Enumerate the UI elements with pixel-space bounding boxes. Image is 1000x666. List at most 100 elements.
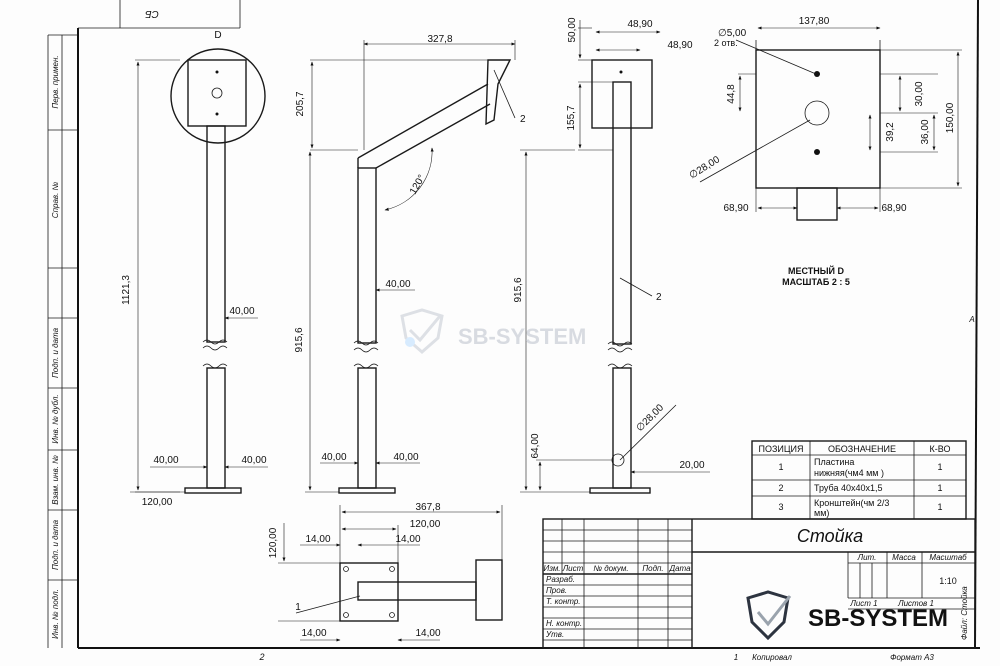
dim-label: 205,7 <box>295 91 306 116</box>
view-front <box>130 48 268 494</box>
tb-role: Пров. <box>546 586 567 595</box>
dim-label: 327,8 <box>427 34 452 45</box>
zone-marker: A <box>968 315 974 324</box>
dim-label: 30,00 <box>914 81 925 106</box>
view-side <box>305 40 516 494</box>
tb-mass: Масса <box>892 553 916 562</box>
detail-caption: МАСШТАБ 2 : 5 <box>782 277 850 287</box>
bom-cell: нижняя(чм4 мм ) <box>814 468 884 478</box>
dim-label: 14,00 <box>305 534 330 545</box>
bom-cell: 1 <box>778 462 783 472</box>
corner-code: СБ <box>145 8 159 19</box>
dim-label: 120,00 <box>142 497 173 508</box>
bom-header: К-ВО <box>930 444 951 454</box>
dim-label: 50,00 <box>567 17 578 42</box>
dim-label: 64,00 <box>530 433 541 458</box>
dim-label: 40,00 <box>229 306 254 317</box>
bom-cell: Труба 40х40х1,5 <box>814 483 882 493</box>
tb-scale-value: 1:10 <box>939 576 957 586</box>
tb-lit: Лит. <box>857 553 877 562</box>
tb-col-header: Дата <box>668 564 691 573</box>
dim-label: ∅28,00 <box>634 402 666 434</box>
watermark-logo <box>746 590 792 641</box>
tb-role: Т. контр. <box>546 597 581 606</box>
strip-label: Справ. № <box>51 181 60 218</box>
dim-label: 14,00 <box>415 628 440 639</box>
strip-label: Взам. инв. № <box>51 455 60 505</box>
tb-col-header: № докум. <box>593 564 628 573</box>
dim-label: 120° <box>408 173 428 196</box>
dim-label: 40,00 <box>153 455 178 466</box>
bom-cell: 3 <box>778 502 783 512</box>
view-end <box>520 20 710 494</box>
tb-sheet: Лист 1 <box>849 599 877 608</box>
dim-label: 40,00 <box>241 455 266 466</box>
dim-label: 155,7 <box>566 105 577 130</box>
bom-cell: 2 <box>778 483 783 493</box>
dim-label: 150,00 <box>945 102 956 133</box>
side-strip: Перв. примен. Справ. № Подп. и дата Инв.… <box>47 34 78 648</box>
tb-col-header: Подп. <box>642 564 663 573</box>
drawing-title: Стойка <box>797 526 863 546</box>
dim-label: 14,00 <box>301 628 326 639</box>
copied-label: Копировал <box>752 653 792 662</box>
bom-cell: мм) <box>814 508 829 518</box>
dim-label: 68,90 <box>723 203 748 214</box>
dim-label: 137,80 <box>799 16 830 27</box>
bom-cell: 1 <box>937 483 942 493</box>
strip-label: Инв. № подл. <box>51 589 60 639</box>
dim-label: 1121,3 <box>121 275 132 305</box>
dim-label: 120,00 <box>410 519 441 530</box>
title-block <box>542 518 976 649</box>
dim-label: 48,90 <box>667 40 692 51</box>
bom-cell: Кронштейн(чм 2/3 <box>814 498 889 508</box>
bom-cell: Пластина <box>814 457 854 467</box>
leader-label: 1 <box>295 602 301 613</box>
leader-label: 2 <box>520 114 526 125</box>
strip-label: Подп. и дата <box>51 327 60 378</box>
tb-sheets: Листов 1 <box>897 599 934 608</box>
dim-label: 40,00 <box>321 452 346 463</box>
dim-label: 915,6 <box>294 327 305 352</box>
dim-label: 40,00 <box>385 279 410 290</box>
view-top <box>278 505 503 642</box>
dim-label: 2 отв. <box>714 38 738 48</box>
watermark-center <box>400 308 444 354</box>
dim-label: ∅28,00 <box>687 154 722 181</box>
dim-label: 36,00 <box>920 119 931 144</box>
watermark-logo-text: SB-SYSTEM <box>808 605 948 632</box>
leader-label: 2 <box>656 292 662 303</box>
file-label: Файл: Стойка <box>960 586 969 640</box>
watermark-text: SB-SYSTEM <box>458 324 586 349</box>
bom-header: ПОЗИЦИЯ <box>759 444 804 454</box>
dim-label: 14,00 <box>395 534 420 545</box>
dim-label: 44,8 <box>726 84 737 104</box>
strip-label: Инв. № дубл. <box>51 394 60 443</box>
bom-cell: 1 <box>937 502 942 512</box>
bom-cell: 1 <box>937 462 942 472</box>
strip-label: Подп. и дата <box>51 519 60 570</box>
detail-caption: МЕСТНЫЙ D <box>788 265 845 276</box>
dim-label: 367,8 <box>415 502 440 513</box>
dim-label: 20,00 <box>679 460 704 471</box>
tb-col-header: Изм. <box>543 564 560 573</box>
dim-label: 48,90 <box>627 19 652 30</box>
dim-label: 120,00 <box>268 527 279 558</box>
dim-label: ∅5,00 <box>718 28 747 39</box>
dim-label: 40,00 <box>393 452 418 463</box>
strip-label: Перв. примен. <box>51 55 60 108</box>
tb-role: Утв. <box>545 630 564 639</box>
view-detail-d <box>699 26 962 221</box>
dim-label: 39,2 <box>885 122 896 142</box>
tb-scale-header: Масштаб <box>929 553 967 562</box>
dim-label: 915,6 <box>513 277 524 302</box>
dim-label: 68,90 <box>881 203 906 214</box>
copied-num: 1 <box>734 653 738 662</box>
tb-role: Разраб. <box>546 575 575 584</box>
bom-header: ОБОЗНАЧЕНИЕ <box>828 444 896 454</box>
tb-role: Н. контр. <box>546 619 582 628</box>
tb-col-header: Лист <box>562 564 584 573</box>
view-label: D <box>214 30 221 41</box>
